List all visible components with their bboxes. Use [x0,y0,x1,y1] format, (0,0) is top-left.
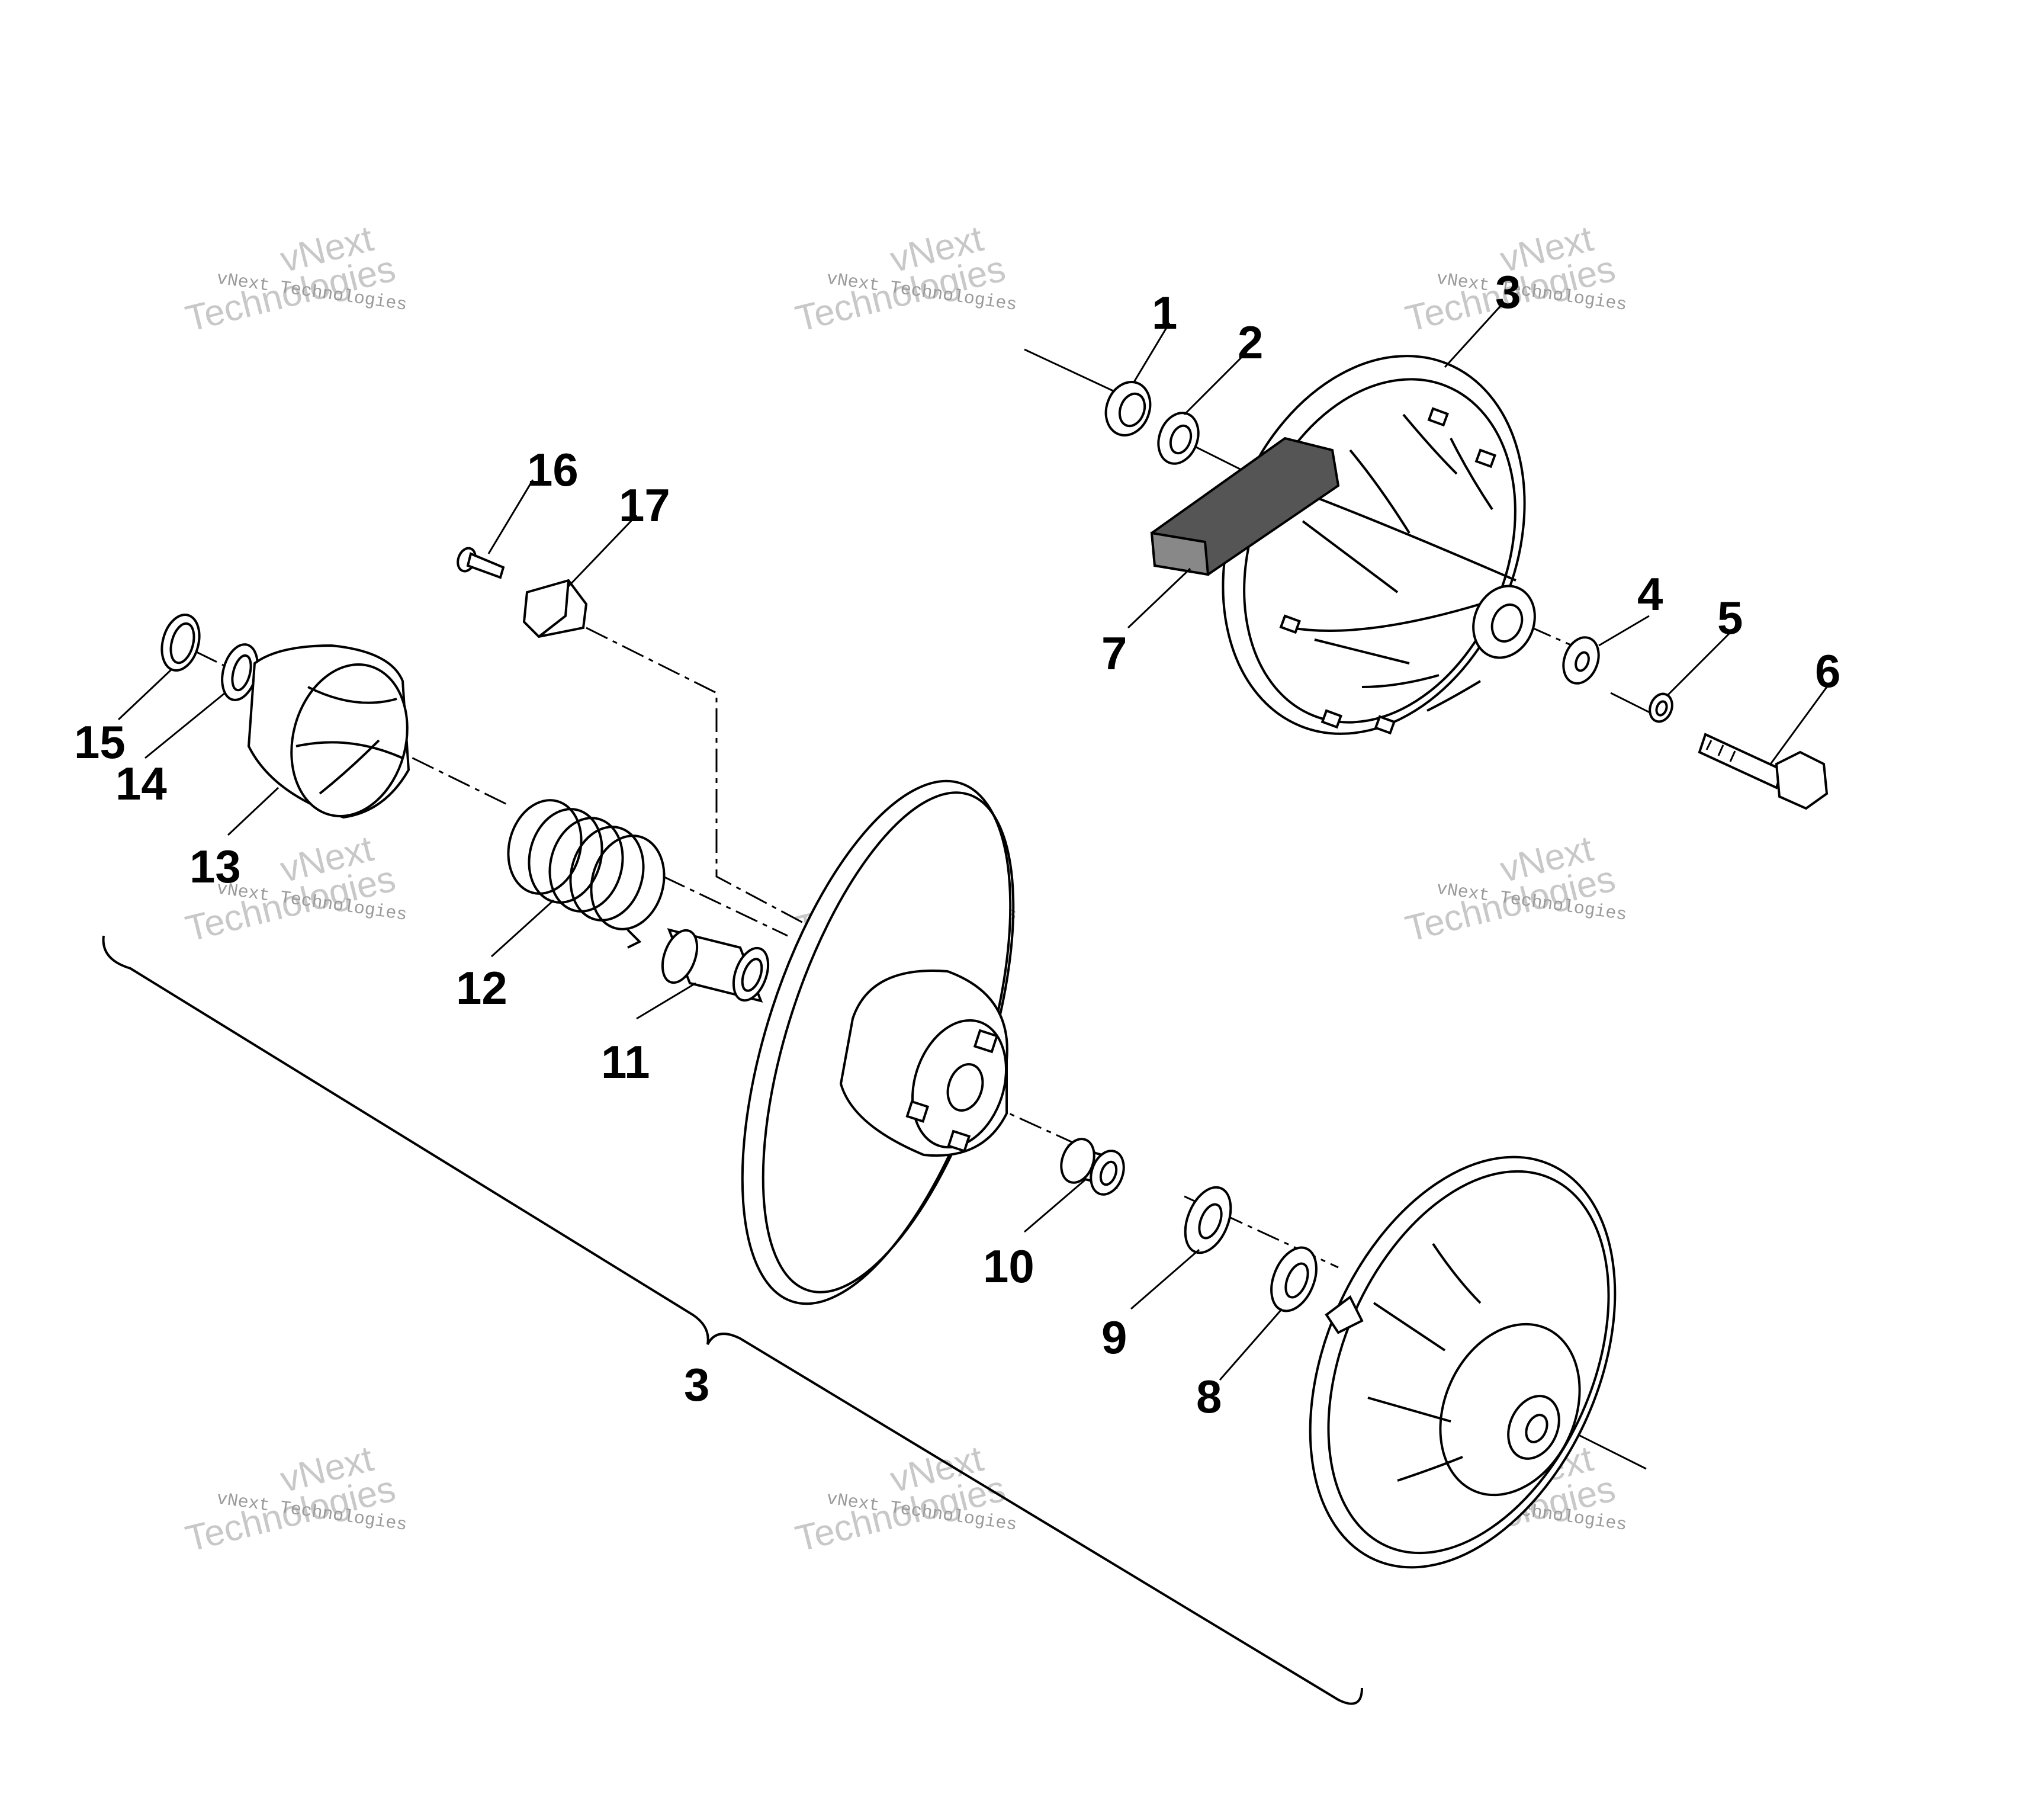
fins [1279,407,1496,735]
label-part-8: 8 [1196,1370,1222,1423]
part-10-bushing [1060,1138,1125,1196]
watermark-mid-right: vNext Technologies vNext Technologies [1402,828,1628,949]
part-7-belt [1150,436,1340,576]
label-part-9: 9 [1101,1311,1127,1363]
label-part-3-upper: 3 [1495,266,1521,318]
watermark-top-center: vNext Technologies vNext Technologies [792,218,1018,339]
part-16-screw [457,547,505,579]
label-part-12: 12 [456,962,507,1014]
part-6-bolt [1698,733,1829,810]
leader-lines [117,301,1828,1381]
lower-axis-mid [663,875,788,937]
lower-axis-center [982,1100,1114,1162]
label-part-4: 4 [1637,568,1663,620]
watermark-top-left: vNext Technologies vNext Technologies [182,218,409,339]
upper-axis-left [1024,348,1114,392]
label-part-16: 16 [527,444,579,496]
part-3-moveable-sheave [741,779,1015,1305]
label-part-2: 2 [1238,316,1263,368]
part-5-lock-washer [1649,692,1673,723]
label-part-1: 1 [1152,287,1177,339]
label-part-13: 13 [189,840,241,893]
label-part-5: 5 [1717,592,1743,644]
label-part-11: 11 [601,1036,650,1088]
part-2-washer [1157,412,1200,465]
part-17-roller [522,579,588,638]
part-1-bushing [1104,381,1152,436]
part-labels: 1 2 3 3 4 5 6 7 8 9 10 11 12 13 14 15 16… [74,266,1840,1423]
label-part-3-group: 3 [684,1359,709,1411]
watermark-bottom-center: vNext Technologies vNext Technologies [792,1438,1018,1559]
part-3-stationary-sheave [1309,1155,1617,1569]
pin-assembly-line [586,627,806,925]
part-4-washer [1562,636,1600,685]
part-11-sleeve [661,928,770,1003]
label-part-6: 6 [1815,645,1840,697]
label-part-14: 14 [115,757,167,810]
group-bracket [102,935,1363,1705]
label-part-17: 17 [619,479,670,531]
part-14-washer [221,643,259,701]
label-part-15: 15 [74,716,126,768]
label-part-7: 7 [1101,627,1127,679]
part-9-washer [1184,1186,1232,1254]
part-8-washer [1270,1246,1318,1312]
label-part-10: 10 [983,1240,1034,1292]
part-13-helix-cam [247,644,410,819]
watermark-bottom-left: vNext Technologies vNext Technologies [182,1438,409,1559]
part-15-snap-ring [160,613,201,672]
part-12-spring [507,799,666,949]
